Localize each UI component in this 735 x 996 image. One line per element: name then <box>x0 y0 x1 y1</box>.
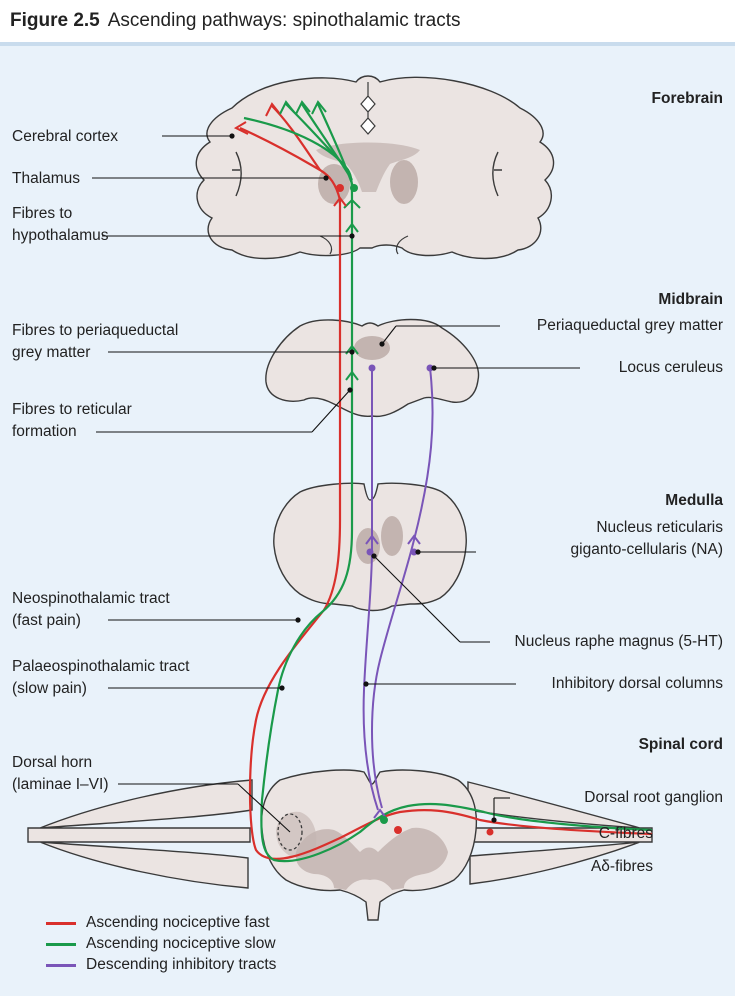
label-fibres-pag-2: grey matter <box>12 342 90 363</box>
label-fibres-reticular-1: Fibres to reticular <box>12 399 132 420</box>
label-nrgc-1: Nucleus reticularis <box>596 517 723 538</box>
legend-label-fast: Ascending nociceptive fast <box>86 914 270 932</box>
nucleus-reticularis <box>381 516 403 556</box>
right-basal-ganglia <box>390 160 418 204</box>
region-forebrain: Forebrain <box>652 90 723 108</box>
label-raphe-magnus: Nucleus raphe magnus (5-HT) <box>515 631 723 652</box>
label-inhibitory-dorsal: Inhibitory dorsal columns <box>552 673 723 694</box>
label-a-delta-fibres: Aδ-fibres <box>591 856 653 877</box>
label-neospinothalamic-1: Neospinothalamic tract <box>12 588 170 609</box>
label-dorsal-horn-2: (laminae I–VI) <box>12 774 108 795</box>
legend-swatch-slow <box>46 943 76 946</box>
label-locus-ceruleus: Locus ceruleus <box>619 357 723 378</box>
legend-swatch-fast <box>46 922 76 925</box>
label-nrgc-2: giganto-cellularis (NA) <box>571 539 723 560</box>
label-dorsal-horn-1: Dorsal horn <box>12 752 92 773</box>
label-fibres-hypothalamus-2: hypothalamus <box>12 225 109 246</box>
region-midbrain: Midbrain <box>658 291 723 309</box>
label-cerebral-cortex: Cerebral cortex <box>12 126 118 147</box>
label-fibres-pag-1: Fibres to periaqueductal <box>12 320 178 341</box>
legend-label-slow: Ascending nociceptive slow <box>86 935 276 953</box>
legend-item-fast: Ascending nociceptive fast <box>46 913 270 933</box>
label-neospinothalamic-2: (fast pain) <box>12 610 81 631</box>
drg-fast-neuron <box>487 829 494 836</box>
legend-swatch-inhibitory <box>46 964 76 967</box>
thalamus-slow-neuron <box>350 184 358 192</box>
legend-item-inhibitory: Descending inhibitory tracts <box>46 955 276 975</box>
dorsal-root-left <box>28 780 252 888</box>
periaqueductal-grey <box>354 336 390 360</box>
region-medulla: Medulla <box>665 492 723 510</box>
label-c-fibres: C-fibres <box>599 823 653 844</box>
label-palaeospinothalamic-1: Palaeospinothalamic tract <box>12 656 190 677</box>
label-pag: Periaqueductal grey matter <box>537 315 723 336</box>
region-spinal-cord: Spinal cord <box>639 736 723 754</box>
label-thalamus: Thalamus <box>12 168 80 189</box>
cord-slow-neuron <box>380 816 388 824</box>
label-drg: Dorsal root ganglion <box>584 787 723 808</box>
thalamus-fast-neuron <box>336 184 344 192</box>
cord-fast-neuron <box>394 826 402 834</box>
pag-neuron <box>369 365 376 372</box>
legend-label-inhibitory: Descending inhibitory tracts <box>86 956 276 974</box>
legend-item-slow: Ascending nociceptive slow <box>46 934 276 954</box>
label-fibres-reticular-2: formation <box>12 421 77 442</box>
label-palaeospinothalamic-2: (slow pain) <box>12 678 87 699</box>
label-fibres-hypothalamus-1: Fibres to <box>12 203 72 224</box>
